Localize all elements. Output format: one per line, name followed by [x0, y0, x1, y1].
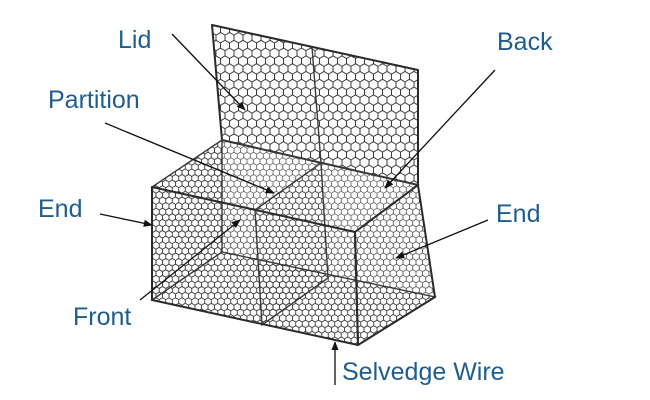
label-end-right: End: [496, 200, 540, 228]
arrow-end-left: [99, 213, 153, 227]
label-back: Back: [497, 28, 553, 56]
arrow-end-right: [395, 219, 489, 259]
leader-lines: [99, 33, 496, 385]
label-selvedge-wire: Selvedge Wire: [342, 358, 505, 386]
arrow-front: [139, 219, 241, 301]
arrow-partition: [104, 122, 275, 194]
arrow-back: [384, 69, 496, 189]
label-front: Front: [73, 303, 131, 331]
arrow-lid: [171, 33, 246, 111]
labels: Lid Back Partition End End Front Selvedg…: [38, 26, 553, 386]
label-end-left: End: [38, 195, 82, 223]
label-partition: Partition: [48, 86, 140, 114]
label-lid: Lid: [118, 26, 151, 54]
right-end-panel: [354, 184, 436, 346]
